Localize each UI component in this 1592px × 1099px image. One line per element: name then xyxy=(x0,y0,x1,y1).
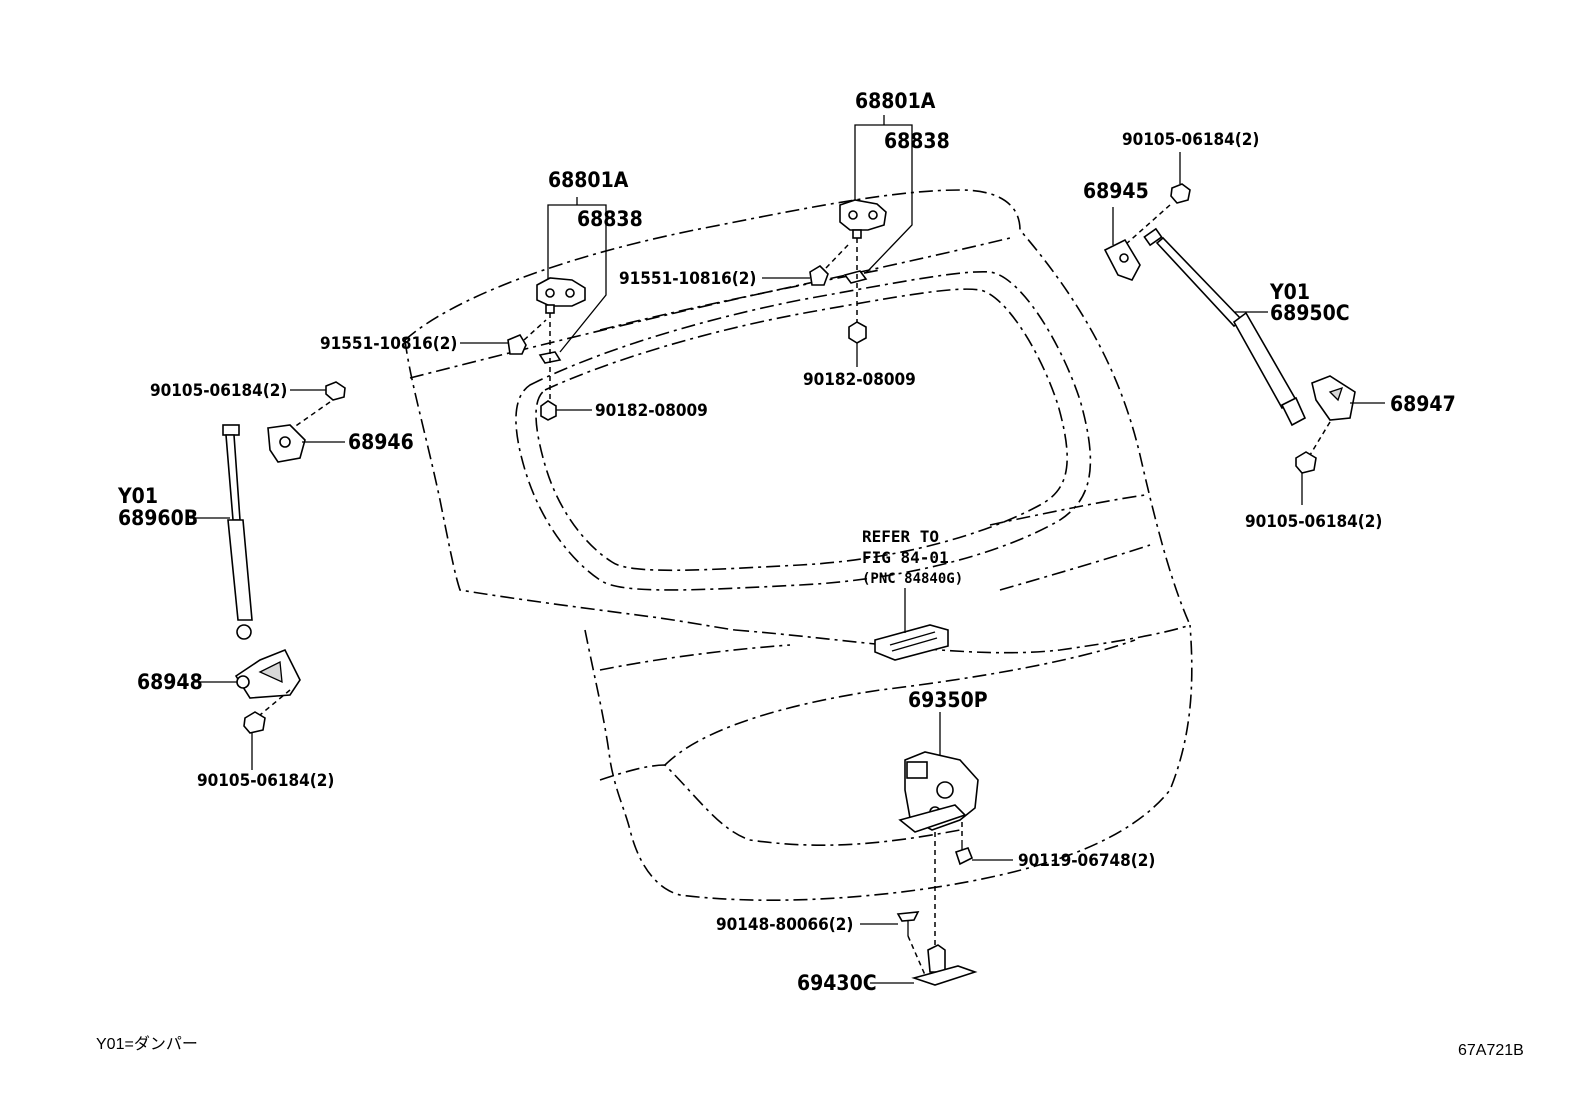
callout-bracket-upper-left: 68946 xyxy=(348,430,414,454)
callout-screw-lower-left: 90105-06184(2) xyxy=(197,771,334,791)
bolt-left-hinge[interactable] xyxy=(460,333,527,355)
back-door-panel xyxy=(404,189,1193,902)
callout-damper-left-part: 68960B xyxy=(118,506,198,530)
nut-left-hinge[interactable] xyxy=(540,400,592,421)
screw-upper-left[interactable] xyxy=(290,381,346,401)
callout-damper-right-code: Y01 xyxy=(1269,280,1310,304)
callout-screw-lower-right: 90105-06184(2) xyxy=(1245,512,1382,532)
bolt-lock[interactable] xyxy=(954,840,1013,866)
callout-nut-left-hinge: 90182-08009 xyxy=(595,401,708,421)
callout-lock-assy: 69350P xyxy=(908,688,988,712)
bolt-right-hinge[interactable] xyxy=(762,264,829,286)
legend-note: Y01=ダンパー xyxy=(96,1035,198,1053)
screw-striker[interactable] xyxy=(860,911,920,936)
callout-bolt-left-hinge: 91551-10816(2) xyxy=(320,334,457,354)
screw-lower-right[interactable] xyxy=(1295,451,1317,505)
bracket-lower-right[interactable] xyxy=(1311,375,1385,421)
damper-left[interactable] xyxy=(190,424,253,640)
damper-right[interactable] xyxy=(1143,227,1307,427)
bracket-upper-right[interactable] xyxy=(1103,207,1141,281)
hinge-right[interactable] xyxy=(839,199,887,284)
callout-bracket-lower-right: 68947 xyxy=(1390,392,1456,416)
figure-code: 67A721B xyxy=(1458,1042,1524,1059)
callout-bracket-upper-right: 68945 xyxy=(1083,179,1149,203)
callout-screw-upper-right: 90105-06184(2) xyxy=(1122,130,1259,150)
screw-lower-left[interactable] xyxy=(243,711,266,770)
callout-nut-right-hinge: 90182-08009 xyxy=(803,370,916,390)
refer-note-line1: REFER TO xyxy=(862,527,939,546)
callout-hinge-left: 68838 xyxy=(577,207,643,231)
callout-screw-striker: 90148-80066(2) xyxy=(716,915,853,935)
handle-switch[interactable] xyxy=(874,588,949,661)
callout-hinge-assy-right: 68801A xyxy=(855,89,936,113)
lock-assembly[interactable] xyxy=(898,712,979,833)
refer-note-line3: (PNC 84840G) xyxy=(862,571,963,587)
striker[interactable] xyxy=(870,944,978,986)
callout-striker: 69430C xyxy=(797,971,877,995)
callout-bracket-lower-left: 68948 xyxy=(137,670,203,694)
hinge-left[interactable] xyxy=(536,277,586,364)
bracket-lower-left[interactable] xyxy=(195,648,301,699)
nut-right-hinge[interactable] xyxy=(848,321,867,367)
callout-damper-right-part: 68950C xyxy=(1270,301,1350,325)
bracket-upper-left[interactable] xyxy=(267,424,345,463)
callout-screw-upper-left: 90105-06184(2) xyxy=(150,381,287,401)
callout-hinge-assy-left: 68801A xyxy=(548,168,629,192)
callout-hinge-right: 68838 xyxy=(884,129,950,153)
callout-bolt-right-hinge: 91551-10816(2) xyxy=(619,269,756,289)
refer-note-line2: FIG 84-01 xyxy=(862,548,949,567)
screw-upper-right[interactable] xyxy=(1170,152,1191,204)
callout-damper-left-code: Y01 xyxy=(117,484,158,508)
callout-bolt-lock: 90119-06748(2) xyxy=(1018,851,1155,871)
